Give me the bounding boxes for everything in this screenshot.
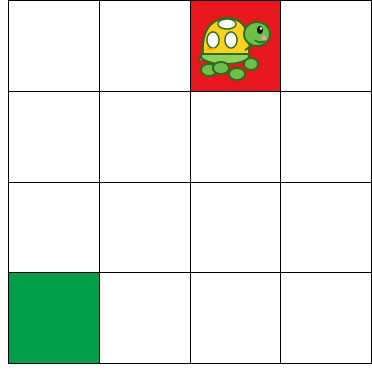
cell-r2-c0[interactable] [9, 183, 100, 274]
cell-r3-c2[interactable] [191, 273, 282, 364]
start-cell[interactable] [191, 1, 282, 92]
cell-r3-c1[interactable] [100, 273, 191, 364]
cell-r2-c2[interactable] [191, 183, 282, 274]
cell-r1-c2[interactable] [191, 92, 282, 183]
cell-r0-c3[interactable] [281, 1, 372, 92]
cell-r0-c1[interactable] [100, 1, 191, 92]
cell-r3-c3[interactable] [281, 273, 372, 364]
goal-cell[interactable] [9, 273, 100, 364]
game-board [8, 0, 372, 364]
cell-r2-c3[interactable] [281, 183, 372, 274]
cell-r1-c1[interactable] [100, 92, 191, 183]
cell-r2-c1[interactable] [100, 183, 191, 274]
turtle-icon [197, 10, 273, 82]
cell-r0-c0[interactable] [9, 1, 100, 92]
cell-r1-c0[interactable] [9, 92, 100, 183]
cell-r1-c3[interactable] [281, 92, 372, 183]
